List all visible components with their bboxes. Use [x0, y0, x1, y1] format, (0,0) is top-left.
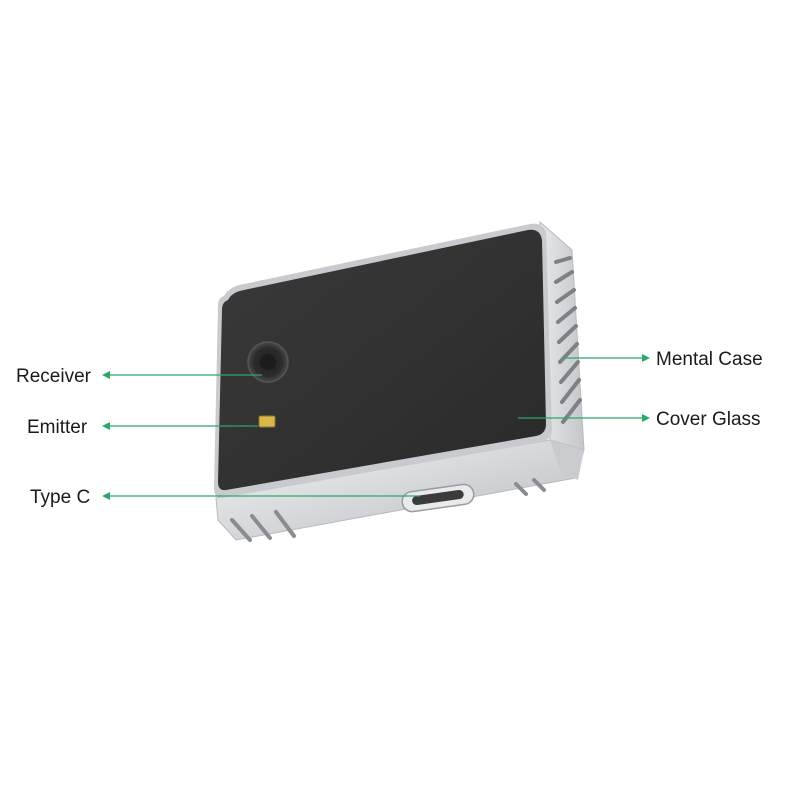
emitter-chip — [258, 415, 276, 428]
receiver-lens — [247, 341, 289, 383]
type-c-label: Type C — [30, 487, 90, 508]
emitter-label: Emitter — [27, 417, 88, 438]
mental-case-label: Mental Case — [656, 349, 763, 370]
cover-glass-label: Cover Glass — [656, 409, 761, 430]
callout-emitter: Emitter — [27, 417, 258, 438]
bottom-vent-slots — [230, 478, 546, 542]
type-c-port — [401, 483, 475, 513]
cover-glass — [218, 229, 546, 491]
callout-mental-case: Mental Case — [562, 349, 763, 370]
device-body — [214, 220, 585, 542]
receiver-label: Receiver — [16, 366, 92, 387]
callout-cover-glass: Cover Glass — [518, 409, 761, 430]
right-vent-slots — [554, 256, 582, 424]
callout-type-c: Type C — [30, 487, 420, 508]
metal-case-corner — [550, 440, 584, 480]
callout-receiver: Receiver — [16, 366, 262, 387]
